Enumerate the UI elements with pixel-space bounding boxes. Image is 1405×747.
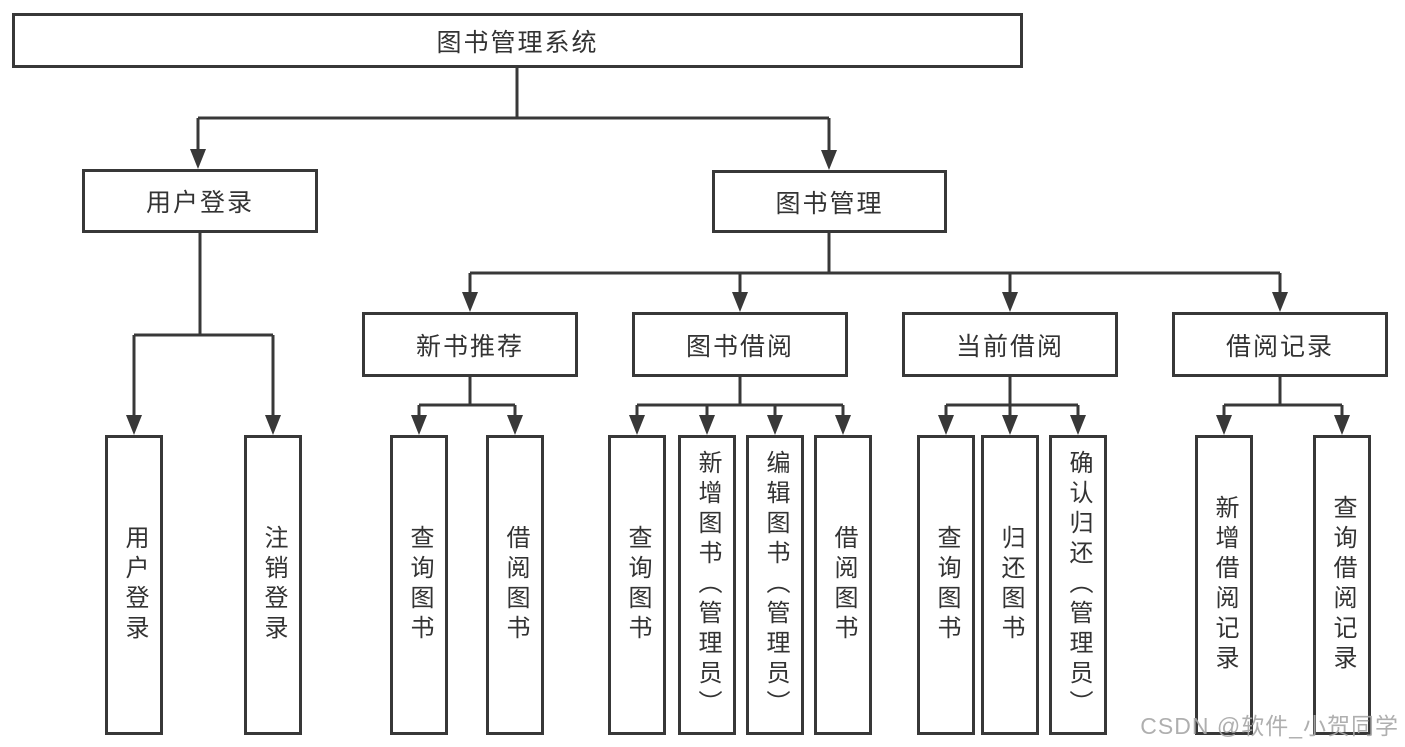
node-label: 当前借阅 (955, 332, 1064, 361)
node-leaf-user-login: 用户登录 (105, 435, 163, 735)
node-leaf-logout: 注销登录 (244, 435, 302, 735)
node-leaf-add-borrow-record: 新增借阅记录 (1195, 435, 1253, 735)
node-label: 用户登录 (145, 189, 254, 217)
node-label: 确认归还（管理员） (1065, 450, 1092, 720)
node-label: 图书管理系统 (436, 28, 599, 57)
node-leaf-borrow-books-2: 借阅图书 (814, 435, 872, 735)
arrowheads (126, 149, 1350, 435)
node-label: 查询图书 (406, 525, 433, 645)
node-label: 借阅记录 (1225, 332, 1334, 361)
node-leaf-add-book-admin: 新增图书（管理员） (678, 435, 736, 735)
node-new-book-recommend: 新书推荐 (362, 312, 578, 377)
node-label: 查询图书 (933, 525, 960, 645)
node-label: 查询图书 (624, 525, 651, 645)
node-leaf-query-books-2: 查询图书 (608, 435, 666, 735)
node-label: 编辑图书（管理员） (762, 450, 789, 720)
node-borrow-record: 借阅记录 (1172, 312, 1388, 377)
node-leaf-query-borrow-record: 查询借阅记录 (1313, 435, 1371, 735)
node-leaf-borrow-books: 借阅图书 (486, 435, 544, 735)
node-label: 注销登录 (260, 525, 287, 645)
node-label: 借阅图书 (830, 525, 857, 645)
watermark: CSDN @软件_小贺同学 (1140, 713, 1399, 739)
node-label: 归还图书 (997, 525, 1024, 645)
node-label: 图书管理 (775, 189, 884, 218)
node-current-borrow: 当前借阅 (902, 312, 1118, 377)
node-label: 新书推荐 (415, 332, 524, 361)
node-leaf-edit-book-admin: 编辑图书（管理员） (746, 435, 804, 735)
node-label: 图书借阅 (685, 332, 794, 361)
node-label: 新增图书（管理员） (694, 450, 721, 720)
node-leaf-query-books-3: 查询图书 (917, 435, 975, 735)
node-leaf-return-books: 归还图书 (981, 435, 1039, 735)
node-label: 用户登录 (121, 525, 148, 645)
connector-paths (132, 68, 1344, 419)
node-label: 新增借阅记录 (1211, 495, 1238, 675)
node-label: 借阅图书 (502, 525, 529, 645)
node-label: 查询借阅记录 (1329, 495, 1356, 675)
node-user-login: 用户登录 (82, 169, 318, 233)
node-leaf-confirm-return-admin: 确认归还（管理员） (1049, 435, 1107, 735)
node-book-borrow: 图书借阅 (632, 312, 848, 377)
node-leaf-query-books: 查询图书 (390, 435, 448, 735)
node-book-management: 图书管理 (712, 170, 947, 233)
node-library-management-system: 图书管理系统 (12, 13, 1023, 68)
